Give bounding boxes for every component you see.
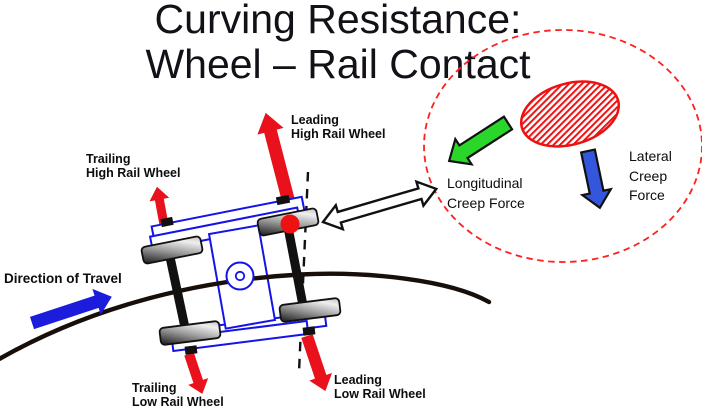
- leading-high-force-arrow red-arrow-up-icon: [257, 112, 295, 201]
- label-trailing-high-rail-wheel: Trailing High Rail Wheel: [86, 152, 181, 180]
- leading-low-axle-nub: [302, 326, 316, 336]
- red-dashed-ellipse: [423, 29, 702, 263]
- slide-title-line1: Curving Resistance:: [154, 0, 522, 42]
- bogie: [0, 194, 492, 362]
- trailing-high-axle-nub: [160, 216, 174, 228]
- slide-title-line2: Wheel – Rail Contact: [145, 41, 531, 87]
- contact-point-dot: [280, 214, 300, 234]
- leading-axle: [282, 221, 310, 317]
- bogie-pivot-center-dot: [234, 270, 246, 282]
- lateral-creep-arrow blue-arrow-down-icon: [579, 148, 613, 210]
- label-longitudinal-creep-force: Longitudinal Creep Force: [447, 175, 525, 211]
- wheel-leading-low: [278, 297, 342, 323]
- contact-patch-hatched-ellipse: [519, 80, 621, 148]
- label-trailing-low-rail-wheel: Trailing Low Rail Wheel: [132, 381, 224, 409]
- wheel-trailing-low: [158, 320, 222, 346]
- leading-high-axle-nub: [275, 194, 291, 206]
- contact-link-double-arrow white-double-arrow-icon: [321, 179, 439, 232]
- wheel-trailing-high: [140, 235, 204, 265]
- longitudinal-creep-arrow green-arrow-down-left-icon: [447, 115, 514, 166]
- slide-title: Curving Resistance: Wheel – Rail Contact: [0, 0, 689, 87]
- label-leading-high-rail-wheel: Leading High Rail Wheel: [291, 113, 386, 141]
- rail-curve: [0, 271, 492, 362]
- trailing-low-axle-nub: [184, 345, 198, 355]
- trailing-low-force-arrow red-arrow-down-icon: [184, 352, 209, 394]
- leading-low-force-arrow red-arrow-down-icon: [301, 334, 333, 392]
- direction-of-travel-arrow blue-arrow-right-icon: [29, 288, 112, 330]
- label-leading-low-rail-wheel: Leading Low Rail Wheel: [334, 373, 426, 401]
- label-lateral-creep-force: Lateral Creep Force: [629, 148, 672, 203]
- label-direction-of-travel: Direction of Travel: [4, 271, 122, 286]
